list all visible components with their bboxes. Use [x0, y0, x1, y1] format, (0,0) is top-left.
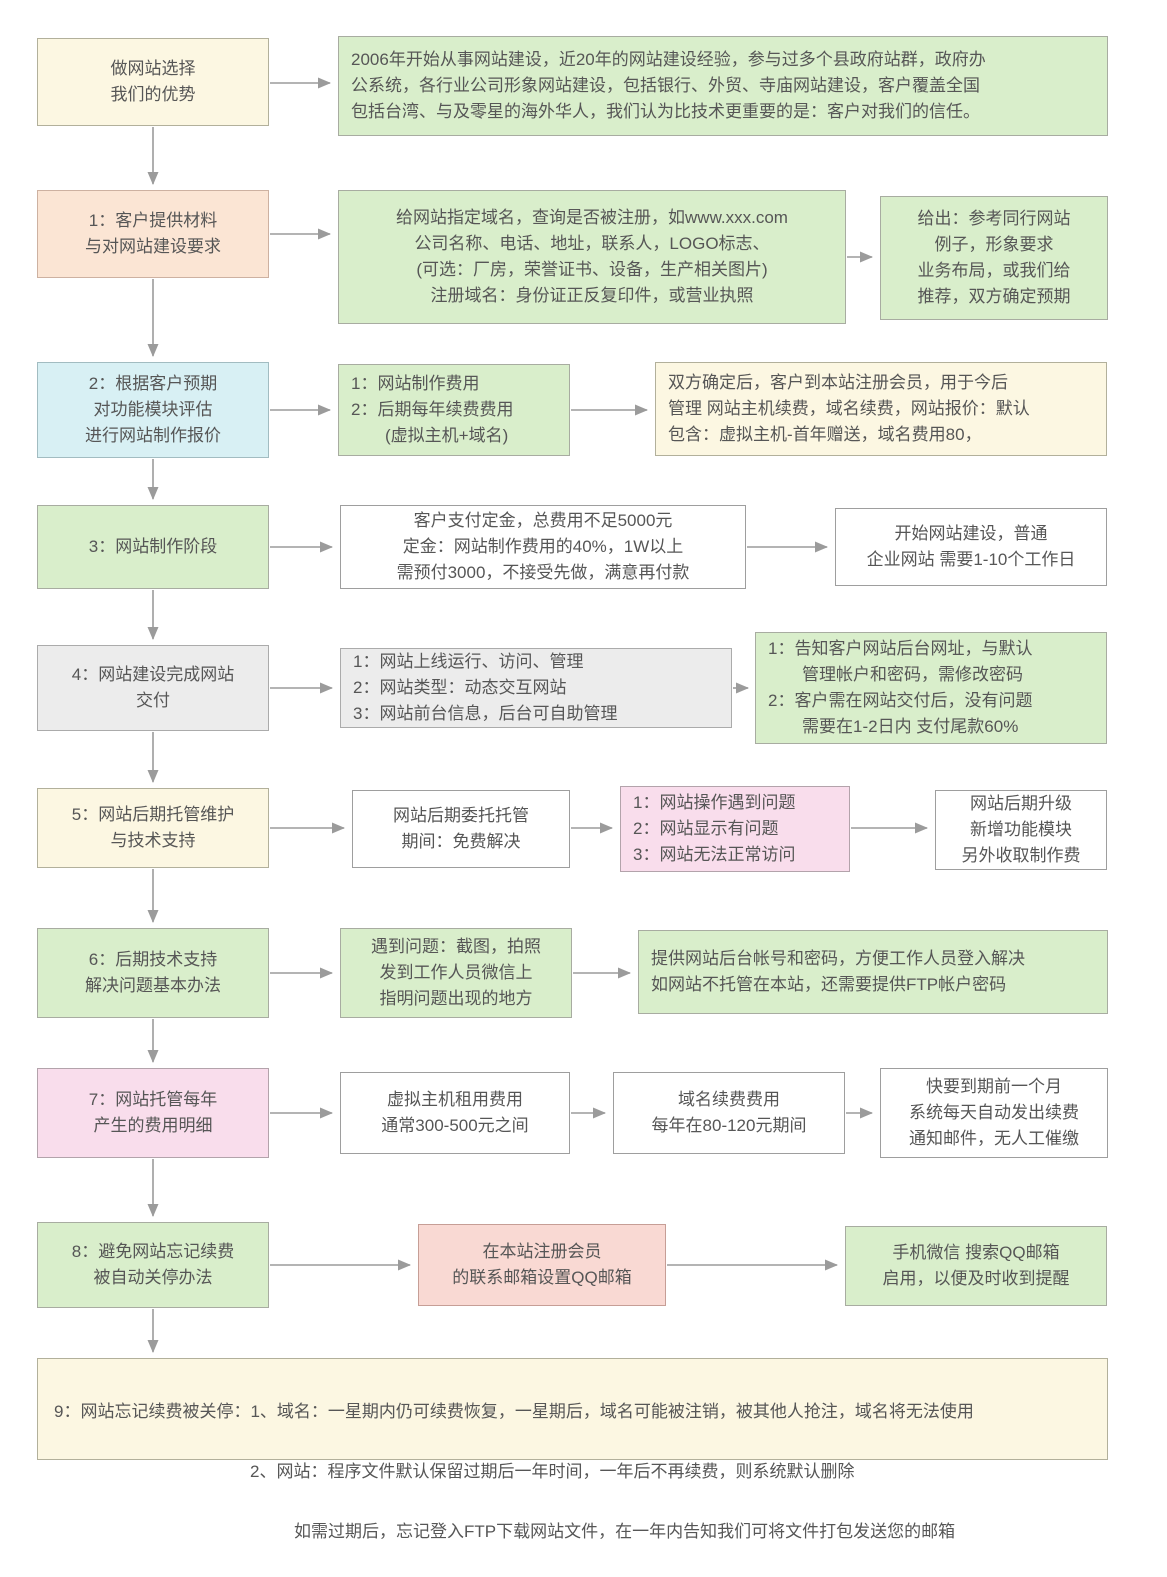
- step-2-box: 2：根据客户预期 对功能模块评估 进行网站制作报价: [37, 362, 269, 458]
- step-4-detail-1: 1：网站上线运行、访问、管理 2：网站类型：动态交互网站 3：网站前台信息，后台…: [340, 648, 732, 728]
- step-4-detail-2: 1：告知客户网站后台网址，与默认 管理帐户和密码，需修改密码 2：客户需在网站交…: [755, 632, 1107, 744]
- step-0-detail-1: 2006年开始从事网站建设，近20年的网站建设经验，参与过多个县政府站群，政府办…: [338, 36, 1108, 136]
- step-3-detail-1: 客户支付定金，总费用不足5000元 定金：网站制作费用的40%，1W以上 需预付…: [340, 505, 746, 589]
- step-1-detail-2: 给出：参考同行网站 例子，形象要求 业务布局，或我们给 推荐，双方确定预期: [880, 196, 1108, 320]
- step-0-box: 做网站选择 我们的优势: [37, 38, 269, 126]
- step-9-line-1: 9：网站忘记续费被关停：1、域名：一星期内仍可续费恢复，一星期后，域名可能被注销…: [54, 1402, 974, 1421]
- step-9-box: 9：网站忘记续费被关停：1、域名：一星期内仍可续费恢复，一星期后，域名可能被注销…: [37, 1358, 1108, 1541]
- step-5-detail-3: 网站后期升级 新增功能模块 另外收取制作费: [935, 790, 1107, 870]
- step-2-detail-2: 双方确定后，客户到本站注册会员，用于今后 管理 网站主机续费，域名续费，网站报价…: [655, 362, 1107, 456]
- step-2-detail-1: 1：网站制作费用 2：后期每年续费费用 (虚拟主机+域名): [338, 364, 570, 456]
- step-3-detail-2: 开始网站建设，普通 企业网站 需要1-10个工作日: [835, 508, 1107, 586]
- step-8-detail-2: 手机微信 搜索QQ邮箱 启用，以便及时收到提醒: [845, 1226, 1107, 1306]
- step-7-detail-1: 虚拟主机租用费用 通常300-500元之间: [340, 1072, 570, 1154]
- step-3-box: 3：网站制作阶段: [37, 505, 269, 589]
- step-7-box: 7：网站托管每年 产生的费用明细: [37, 1068, 269, 1158]
- step-6-detail-2: 提供网站后台帐号和密码，方便工作人员登入解决 如网站不托管在本站，还需要提供FT…: [638, 930, 1108, 1014]
- step-7-detail-2: 域名续费费用 每年在80-120元期间: [613, 1072, 845, 1154]
- step-9-line-2: 2、网站：程序文件默认保留过期后一年时间，一年后不再续费，则系统默认删除: [250, 1462, 855, 1481]
- step-8-detail-1: 在本站注册会员 的联系邮箱设置QQ邮箱: [418, 1224, 666, 1306]
- step-1-box: 1：客户提供材料 与对网站建设要求: [37, 190, 269, 278]
- flowchart-canvas: 做网站选择 我们的优势 2006年开始从事网站建设，近20年的网站建设经验，参与…: [37, 36, 1108, 1541]
- step-6-detail-1: 遇到问题：截图，拍照 发到工作人员微信上 指明问题出现的地方: [340, 928, 572, 1018]
- step-5-box: 5：网站后期托管维护 与技术支持: [37, 788, 269, 868]
- step-1-detail-1: 给网站指定域名，查询是否被注册，如www.xxx.com 公司名称、电话、地址，…: [338, 190, 846, 324]
- step-7-detail-3: 快要到期前一个月 系统每天自动发出续费 通知邮件，无人工催缴: [880, 1068, 1108, 1158]
- step-8-box: 8：避免网站忘记续费 被自动关停办法: [37, 1222, 269, 1308]
- step-5-detail-1: 网站后期委托托管 期间：免费解决: [352, 790, 570, 868]
- step-5-detail-2: 1：网站操作遇到问题 2：网站显示有问题 3：网站无法正常访问: [620, 786, 850, 872]
- step-6-box: 6：后期技术支持 解决问题基本办法: [37, 928, 269, 1018]
- step-4-box: 4：网站建设完成网站 交付: [37, 645, 269, 731]
- step-9-line-3: 如需过期后，忘记登入FTP下载网站文件，在一年内告知我们可将文件打包发送您的邮箱: [294, 1522, 956, 1541]
